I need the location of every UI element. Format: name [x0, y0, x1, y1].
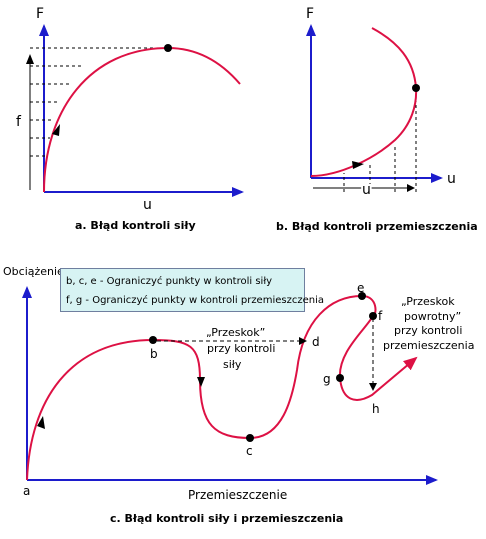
- panel-c-point-f: [369, 312, 377, 320]
- svg-text:„Przeskok”: „Przeskok”: [206, 326, 265, 339]
- panel-a: F u f a. Błąd kontroli siły: [16, 6, 244, 232]
- panel-b-curve: [310, 27, 418, 177]
- panel-b-displacement-steps: [343, 88, 417, 192]
- panel-a-direction-arrow: [52, 124, 60, 136]
- panel-c-label-g: g: [323, 372, 331, 386]
- panel-b-u-label: u: [362, 182, 371, 198]
- panel-c-legend-box: b, c, e - Ograniczyć punkty w kontroli s…: [60, 268, 324, 312]
- panel-c-label-h: h: [372, 402, 380, 416]
- panel-b-y-label: F: [306, 6, 314, 22]
- panel-c-arrow-bc: [197, 377, 205, 387]
- panel-c-y-label: Obciążenie: [3, 265, 64, 278]
- panel-b-caption: b. Błąd kontroli przemieszczenia: [276, 220, 478, 233]
- svg-text:przy kontroli: przy kontroli: [207, 342, 275, 355]
- panel-c-x-label: Przemieszczenie: [188, 488, 287, 502]
- svg-text:siły: siły: [223, 358, 242, 371]
- panel-a-y-label: F: [36, 6, 44, 22]
- panel-c-snap-back-note: „Przeskok powrotny” przy kontroli przemi…: [383, 295, 474, 352]
- panel-c-point-e: [358, 292, 366, 300]
- panel-c: Obciążenie Przemieszczenie a b c d e f g…: [3, 265, 474, 525]
- legend-line-displacement-control: f, g - Ograniczyć punkty w kontroli prze…: [66, 295, 324, 306]
- panel-c-label-f: f: [378, 309, 383, 323]
- panel-a-curve: [43, 46, 241, 193]
- panel-c-label-e: e: [357, 281, 364, 295]
- panel-a-f-arrowhead: [26, 54, 34, 64]
- panel-b-direction-arrow: [352, 161, 364, 169]
- panel-c-label-a: a: [23, 484, 30, 498]
- panel-c-label-b: b: [150, 347, 158, 361]
- panel-a-peak-point: [164, 44, 172, 52]
- panel-b-limit-point: [412, 84, 420, 92]
- panel-b-x-label: u: [447, 171, 456, 187]
- legend-line-force-control: b, c, e - Ograniczyć punkty w kontroli s…: [66, 276, 273, 287]
- svg-text:„Przeskok: „Przeskok: [401, 295, 455, 308]
- panel-c-label-c: c: [246, 444, 253, 458]
- panel-a-x-label: u: [143, 197, 152, 213]
- panel-c-equilibrium-path: [26, 294, 418, 481]
- panel-c-point-g: [336, 374, 344, 382]
- panel-c-point-b: [149, 336, 157, 344]
- panel-a-force-steps: [30, 47, 168, 157]
- panel-c-point-c: [246, 434, 254, 442]
- panel-a-caption: a. Błąd kontroli siły: [75, 219, 196, 232]
- panel-a-f-label: f: [16, 114, 22, 130]
- panel-c-caption: c. Błąd kontroli siły i przemieszczenia: [110, 512, 343, 525]
- panel-b: F u u b. Błąd kontroli przemieszczenia: [276, 6, 478, 233]
- panel-c-snap-through-note: „Przeskok” przy kontroli siły: [206, 326, 275, 371]
- panel-c-arrow-ab: [37, 416, 45, 429]
- panel-c-label-d: d: [312, 335, 320, 349]
- svg-text:przy kontroli: przy kontroli: [394, 324, 462, 337]
- svg-text:przemieszczenia: przemieszczenia: [383, 339, 474, 352]
- svg-text:powrotny”: powrotny”: [404, 310, 461, 323]
